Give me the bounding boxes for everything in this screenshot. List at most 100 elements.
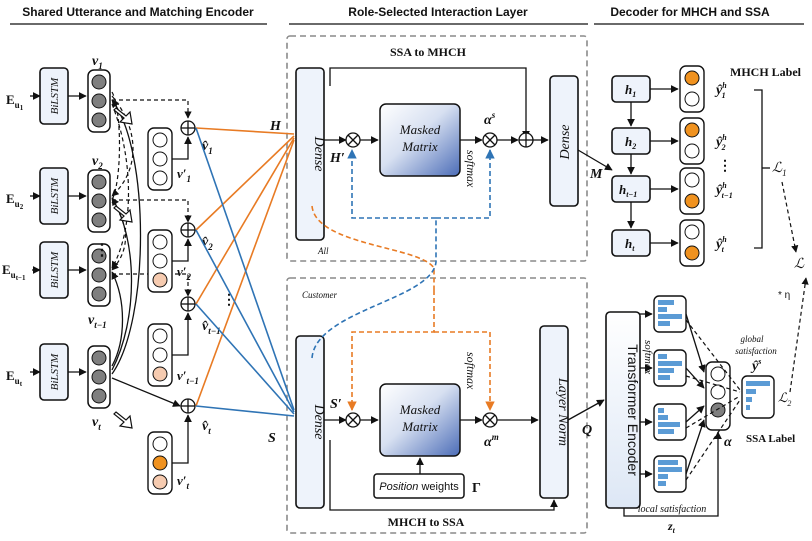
position-weights-box xyxy=(373,473,465,499)
header-left: Shared Utterance and Matching Encoder xyxy=(22,5,254,19)
v-label-4: vt xyxy=(92,415,101,432)
v-label-2: v2 xyxy=(92,154,103,171)
bilstm-label-1: BiLSTM xyxy=(49,77,61,115)
block-arrow-3 xyxy=(113,411,133,429)
svg-text:h1: h1 xyxy=(625,82,636,99)
dense-box-top-out xyxy=(549,75,579,207)
e-label-4: Eut xyxy=(6,368,23,388)
S-prime-label: S′ xyxy=(330,397,342,412)
ys-label: ŷs xyxy=(750,357,761,374)
v-node xyxy=(91,212,107,228)
Q-label: Q xyxy=(582,423,592,438)
local-sat-label: local satisfaction xyxy=(638,504,707,515)
position-weights-label: Position weights xyxy=(379,481,459,493)
vhat-label-1: v̂1 xyxy=(202,139,213,156)
ssa-label-title: SSA Label xyxy=(746,433,795,445)
encoder-bilstm-group: BiLSTM BiLSTM BiLSTM BiLSTM xyxy=(39,67,69,401)
bars-1 xyxy=(658,300,682,326)
v-node xyxy=(91,388,107,404)
alpha-m-label: αm xyxy=(484,432,499,450)
global-sat-l2: satisfaction xyxy=(735,346,777,356)
dense-label-top-out: Dense xyxy=(558,125,573,161)
L-total-label: ℒ xyxy=(794,257,805,272)
v-node xyxy=(91,112,107,128)
e-label-2: Eu2 xyxy=(6,191,24,211)
svg-text:ŷht−1: ŷht−1 xyxy=(714,181,733,200)
dense-label-bottom: Dense xyxy=(311,404,326,440)
alpha-s-label: αs xyxy=(484,110,496,128)
v-label-1: v1 xyxy=(92,54,103,71)
L2-label: ℒ2 xyxy=(778,390,791,408)
transformer-encoder-box xyxy=(605,311,641,509)
mhch-label-title: MHCH Label xyxy=(730,65,802,79)
v-node xyxy=(91,193,107,209)
masked-matrix-top-l1: Masked xyxy=(399,122,441,137)
M-label: M xyxy=(589,167,603,182)
alpha-arrows xyxy=(685,313,741,481)
vhat-label-3: v̂t−1 xyxy=(202,319,221,336)
encoder-vert-dots: ⋮ xyxy=(94,242,110,259)
bars-3 xyxy=(658,408,680,434)
e-label-1: Eu1 xyxy=(6,92,24,112)
customer-label: Customer xyxy=(302,290,338,300)
svg-text:ŷh2: ŷh2 xyxy=(714,133,727,152)
e-label-3: Eut−1 xyxy=(2,262,26,282)
plus-node-1 xyxy=(180,120,196,136)
v-to-plus-dashed xyxy=(112,99,192,297)
vprime-label-1: v′1 xyxy=(177,166,191,184)
to-transformer-arrow xyxy=(567,399,605,421)
v-node xyxy=(91,248,107,264)
oplus-top xyxy=(518,132,534,148)
layer-norm-label: Layer Norm xyxy=(555,377,570,446)
H-prime-label: H′ xyxy=(329,151,345,166)
dense-box-top xyxy=(295,67,325,241)
svg-text:h2: h2 xyxy=(625,134,636,151)
mhch-to-ssa-title: MHCH to SSA xyxy=(388,515,465,529)
v-label-3: vt−1 xyxy=(88,313,107,330)
masked-matrix-bottom-l2: Matrix xyxy=(401,419,438,434)
ssa-to-mhch-title: SSA to MHCH xyxy=(390,45,467,59)
softmax-top: softmax xyxy=(464,150,478,188)
vhat-label-4: v̂t xyxy=(202,419,211,436)
customer-flow xyxy=(311,218,437,359)
softmax-bottom: softmax xyxy=(464,352,478,390)
bilstm-label-4: BiLSTM xyxy=(49,353,61,391)
bars-4 xyxy=(658,460,682,486)
v-node xyxy=(91,286,107,302)
mhch-output-nodes xyxy=(679,65,705,267)
cross-flows xyxy=(311,149,495,411)
otimes-top-1 xyxy=(345,132,361,148)
otimes-bottom-2 xyxy=(482,412,498,428)
S-label: S xyxy=(268,431,276,446)
transformer-encoder-label: Transformer Encoder xyxy=(625,344,641,476)
masked-matrix-bottom-l1: Masked xyxy=(399,402,441,417)
v-node xyxy=(91,74,107,90)
local-sat-boxes xyxy=(640,295,687,493)
softmax-decoder: softmax xyxy=(642,340,654,374)
svg-text:ŷht: ŷht xyxy=(714,235,727,254)
vprime-columns xyxy=(147,127,173,495)
v-node xyxy=(91,174,107,190)
block-arrow-1 xyxy=(113,107,133,125)
plus-nodes xyxy=(111,120,196,464)
residual-top xyxy=(329,67,530,139)
dense-label-top: Dense xyxy=(311,136,326,172)
v-node xyxy=(91,267,107,283)
encoder-attention-arcs xyxy=(111,91,142,375)
layer-norm-box xyxy=(539,325,569,499)
block-arrow-2 xyxy=(113,205,133,223)
residual-bottom xyxy=(329,440,558,511)
vprime-label-2: v′2 xyxy=(177,264,191,282)
header-right: Decoder for MHCH and SSA xyxy=(610,5,770,19)
h-boxes: h1 h2 ht−1 ht xyxy=(611,75,679,257)
z-to-alpha xyxy=(623,431,722,517)
bilstm-label-3: BiLSTM xyxy=(49,251,61,289)
z-label: zt xyxy=(667,519,676,535)
otimes-bottom-1 xyxy=(345,412,361,428)
bilstm-label-2: BiLSTM xyxy=(49,177,61,215)
plus-node-4 xyxy=(180,398,196,414)
svg-text:ht: ht xyxy=(625,236,635,253)
v-node xyxy=(91,369,107,385)
